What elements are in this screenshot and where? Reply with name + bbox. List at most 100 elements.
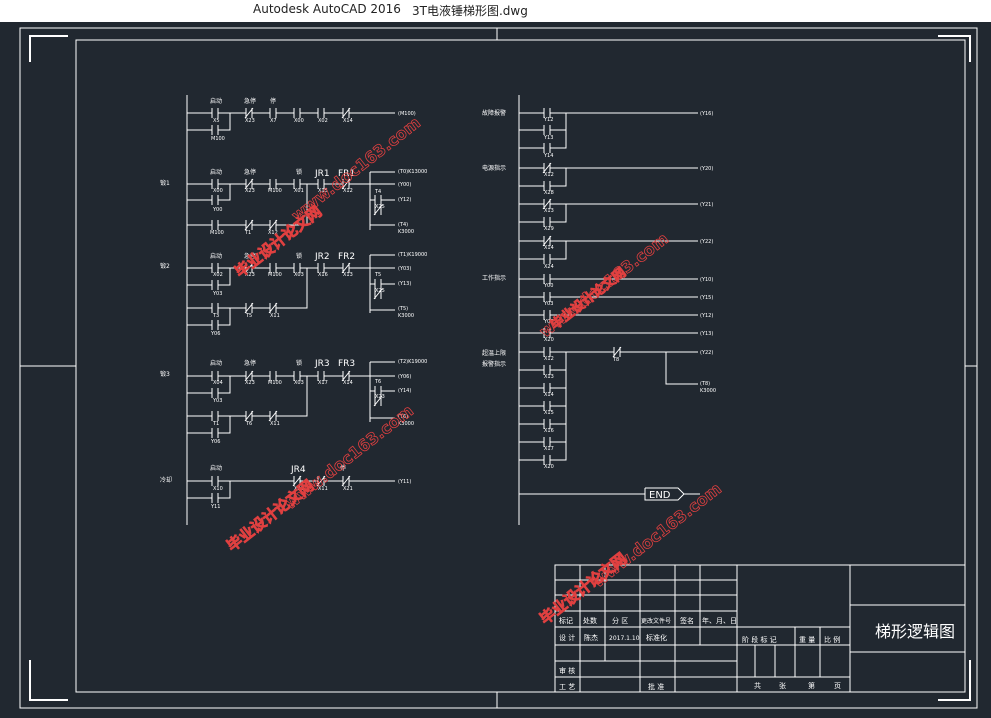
tb-weight-label: 重 量 bbox=[799, 636, 815, 644]
rung1-contact-1: X5 bbox=[213, 118, 220, 124]
rung1-header-1: 启动 bbox=[210, 97, 222, 105]
tb-header-2: 处数 bbox=[583, 616, 597, 625]
section3-coil-2: (Y06) bbox=[398, 374, 411, 380]
right-contact-14: X12 bbox=[544, 356, 554, 362]
contact-symbol bbox=[317, 371, 325, 381]
section1-label: 锻1 bbox=[160, 179, 170, 187]
tb-header-5: 签名 bbox=[680, 616, 694, 625]
right-contact-1: Y12 bbox=[543, 117, 553, 123]
section1-tag-1: JR1 bbox=[314, 169, 330, 179]
contact-symbol bbox=[543, 383, 551, 393]
contact-symbol bbox=[244, 302, 254, 314]
section4-contact-1: X10 bbox=[213, 486, 223, 492]
section4-header-1: 启动 bbox=[210, 464, 222, 472]
section1-header-1: 启动 bbox=[210, 168, 222, 176]
section2-tag-2: FR2 bbox=[338, 252, 355, 262]
rung1-contact-3: X7 bbox=[270, 118, 277, 124]
contact-symbol bbox=[374, 195, 382, 205]
contact-symbol bbox=[244, 219, 254, 231]
contact-symbol bbox=[211, 371, 219, 381]
section1-parallel-3: T1 bbox=[244, 230, 251, 236]
section3-parallel-3: T6 bbox=[245, 421, 252, 427]
tb-design-label: 设 计 bbox=[559, 633, 575, 642]
section2-header-2: 急停 bbox=[244, 252, 256, 260]
contact-symbol bbox=[269, 179, 277, 189]
section1-coil-4: (T4) bbox=[398, 222, 408, 228]
section1-contact-4: X01 bbox=[294, 188, 304, 194]
rung1-contact-2: X23 bbox=[245, 118, 255, 124]
contact-symbol bbox=[612, 346, 622, 358]
contact-symbol bbox=[543, 274, 551, 284]
rung1-contact-6: X14 bbox=[343, 118, 353, 124]
app-title: Autodesk AutoCAD 2016 bbox=[253, 2, 401, 16]
contact-symbol bbox=[292, 475, 302, 487]
section3-header-1: 启动 bbox=[210, 359, 222, 367]
contact-symbol bbox=[543, 181, 551, 191]
right-label-2: 电源指示 bbox=[482, 164, 506, 172]
right-label-4: 超温上限 bbox=[482, 349, 506, 357]
contact-symbol bbox=[543, 217, 551, 227]
section1-coil-5: K3000 bbox=[398, 229, 414, 235]
tb-header-1: 标记 bbox=[559, 616, 573, 625]
section3-coil-4: (T6) bbox=[398, 414, 408, 420]
right-contact-16: X14 bbox=[544, 392, 554, 398]
tb-process-label: 工 艺 bbox=[559, 683, 575, 691]
section3-header-2: 急停 bbox=[244, 359, 256, 367]
contact-symbol bbox=[211, 280, 219, 290]
section3-parallel-5: Y06 bbox=[210, 439, 220, 445]
section1-contact-5: X15 bbox=[318, 188, 328, 194]
tb-stage-label: 阶 段 标 记 bbox=[742, 635, 777, 644]
section2-header-1: 启动 bbox=[210, 252, 222, 260]
contact-symbol bbox=[211, 263, 219, 273]
tb-header-3: 分 区 bbox=[612, 616, 628, 625]
right-contact-21: T8 bbox=[612, 357, 619, 363]
section4-coil: (Y11) bbox=[398, 479, 411, 485]
section3-parallel-2: T1 bbox=[212, 421, 219, 427]
contact-symbol bbox=[543, 143, 551, 153]
section1-tag-2: FR1 bbox=[338, 169, 355, 179]
section2-parallel-6: T5 bbox=[374, 272, 381, 278]
section2-parallel-2: T3 bbox=[212, 313, 219, 319]
section4-parallel: Y11 bbox=[210, 504, 220, 510]
section1-coil-3: (Y12) bbox=[398, 197, 411, 203]
section2-contact-4: X03 bbox=[294, 272, 304, 278]
rung-1: 启动 急停 停 X5 X23 X7 X00 X02 X14 M100 (M100… bbox=[186, 97, 416, 142]
contact-symbol bbox=[244, 107, 254, 119]
tb-approve-label: 批 准 bbox=[648, 682, 664, 691]
contact-symbol bbox=[543, 328, 551, 338]
right-contact-15: X13 bbox=[544, 374, 554, 380]
right-contact-4: X12 bbox=[544, 172, 554, 178]
contact-symbol bbox=[317, 179, 325, 189]
section2-contact-2: X23 bbox=[245, 272, 255, 278]
contact-symbol bbox=[211, 388, 219, 398]
right-contact-2: Y13 bbox=[543, 135, 553, 141]
section3-coil-1: (T2)K19000 bbox=[398, 359, 427, 365]
contact-symbol bbox=[341, 262, 351, 274]
section2-parallel-4: X11 bbox=[270, 313, 280, 319]
contact-symbol bbox=[317, 108, 325, 118]
contact-symbol bbox=[543, 108, 551, 118]
drawing-canvas[interactable]: 启动 急停 停 X5 X23 X7 X00 X02 X14 M100 (M100… bbox=[0, 22, 991, 718]
rung-section-4: 冷却 启动 停 JR4 X10 X22 X11 X21 (Y11) Y11 bbox=[160, 464, 411, 510]
right-contact-20: X20 bbox=[544, 464, 554, 470]
contact-symbol bbox=[293, 263, 301, 273]
drawing-frame bbox=[19, 27, 978, 709]
tb-sheets-1: 共 bbox=[754, 681, 761, 690]
contact-symbol bbox=[543, 254, 551, 264]
contact-symbol bbox=[211, 411, 219, 421]
section3-contact-1: X04 bbox=[213, 380, 223, 386]
section2-tag-1: JR2 bbox=[314, 252, 330, 262]
tb-sheets-2: 张 bbox=[779, 681, 786, 690]
contact-symbol bbox=[373, 288, 383, 300]
right-contact-11: Y03 bbox=[543, 301, 553, 307]
section2-contact-6: X13 bbox=[343, 272, 353, 278]
contact-symbol bbox=[543, 292, 551, 302]
contact-symbol bbox=[543, 125, 551, 135]
right-coil-1: (Y16) bbox=[700, 111, 713, 117]
contact-symbol bbox=[244, 262, 254, 274]
contact-symbol bbox=[543, 401, 551, 411]
right-label-1: 故障报警 bbox=[482, 109, 506, 117]
tb-scale-label: 比 例 bbox=[824, 635, 840, 644]
section4-contact-4: X21 bbox=[343, 486, 353, 492]
contact-symbol bbox=[268, 219, 278, 231]
